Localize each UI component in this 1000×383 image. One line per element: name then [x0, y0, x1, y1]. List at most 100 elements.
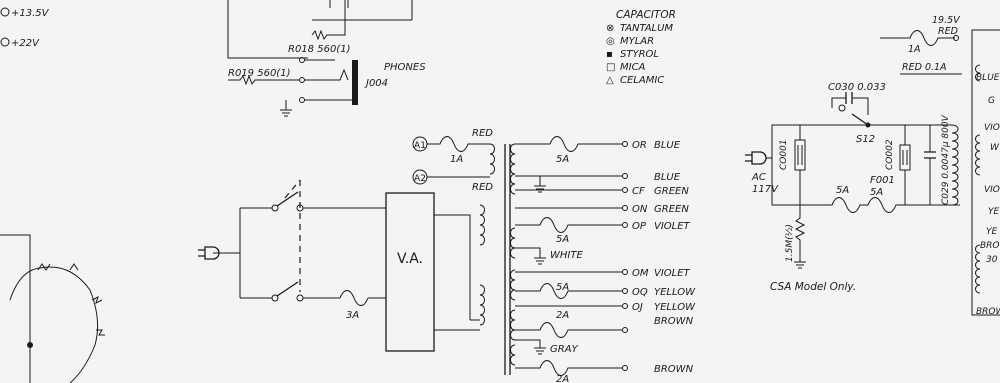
- output-brown-wire: [515, 322, 622, 338]
- ground-symbol-gray: [515, 339, 546, 355]
- legend-symbol-celamic: △: [606, 75, 614, 86]
- right-label-30: 30: [986, 255, 998, 265]
- label-out-oq-code: OQ: [632, 287, 648, 298]
- label-out-oj-color: YELLOW: [654, 302, 696, 313]
- legend-symbol-tantalum: ⊗: [606, 23, 614, 34]
- label-fuse-or: 5A: [556, 154, 569, 165]
- mylar-marker: [838, 104, 846, 112]
- ground-symbol-white: [534, 257, 546, 265]
- jack-body: [352, 60, 358, 105]
- label-fuse-1a: 1A: [450, 154, 463, 165]
- label-csa-note: CSA Model Only.: [770, 281, 856, 293]
- resistor-ring-arc: [9, 266, 99, 383]
- resistor-r019: [228, 74, 300, 86]
- output-oq-wire: [515, 283, 622, 299]
- power-section: 3A V.A. A1 A2 1A RED RED 5A: [198, 128, 696, 383]
- label-out-or-color: BLUE: [654, 140, 681, 151]
- co002-plates: [902, 150, 908, 165]
- label-out-oj-code: OJ: [632, 302, 643, 313]
- right-terminal-block: [971, 29, 1000, 316]
- ground-symbol-csa: [794, 261, 806, 269]
- phones-section: R018 560(1) R019 560(1) J004 PHONES: [227, 0, 426, 117]
- right-transformer-section: 19.5V RED 1A RED 0.1A BLUE G VIO W VIO Y…: [880, 15, 1000, 317]
- right-terminal-top: [953, 35, 959, 41]
- label-c030: C030 0.033: [828, 82, 886, 93]
- csa-fuse-chain: [800, 197, 960, 213]
- right-label-w: W: [990, 143, 1000, 153]
- output-brown-2-wire: [515, 360, 622, 376]
- label-out-om-code: OM: [632, 268, 649, 279]
- jack-contact-2: [299, 77, 305, 83]
- csa-ac-plug-icon: [745, 151, 767, 165]
- label-a1: A1: [414, 141, 426, 151]
- voltage-label-22v: +22V: [11, 38, 40, 49]
- fuse-3a: [339, 290, 369, 306]
- label-red-2: RED: [472, 182, 493, 193]
- label-j004: J004: [364, 78, 388, 89]
- label-f001-val: 5A: [870, 187, 883, 198]
- c030-wires: [831, 97, 869, 115]
- co002-body: [899, 144, 911, 171]
- label-fuse-3a: 3A: [346, 310, 359, 321]
- terminal-or: [622, 141, 628, 147]
- label-gray: GRAY: [550, 344, 579, 355]
- label-s12: S12: [856, 134, 875, 145]
- csa-section: AC 117V C030 0.033 S12 CO001 CO002 C029 …: [745, 82, 960, 293]
- legend-symbol-mylar: ◎: [606, 36, 615, 47]
- label-va: V.A.: [397, 251, 423, 267]
- legend-label-styrol: STYROL: [620, 49, 659, 60]
- output-op-wire: [515, 217, 622, 233]
- s12-blade: [851, 113, 869, 126]
- right-fuse-1a: [880, 30, 955, 46]
- secondary-coil-5: [510, 344, 516, 366]
- ground-symbol-blue: [534, 176, 546, 193]
- csa-primary-coil: [951, 124, 959, 206]
- terminal-on: [622, 205, 628, 211]
- legend-symbol-mica: □: [606, 62, 615, 73]
- va-box: [385, 192, 435, 352]
- resistor-r018: [311, 0, 346, 41]
- terminal-oq: [622, 288, 628, 294]
- right-label-vio-2: VIO: [984, 185, 1000, 195]
- label-right-fuse: 1A: [908, 44, 921, 55]
- junction-dot: [27, 342, 33, 348]
- right-label-ye-1: YE: [988, 207, 999, 217]
- primary-coil-top: [489, 143, 495, 175]
- secondary-coil-1: [510, 143, 516, 195]
- fuse-1a-primary: [427, 136, 490, 152]
- switch-contact-bottom: [271, 294, 279, 302]
- legend-label-mylar: MYLAR: [620, 36, 654, 47]
- switch-blade-bottom: [276, 281, 299, 297]
- ganged-switch-link: [284, 179, 301, 292]
- label-fuse-om: 5A: [556, 282, 569, 293]
- label-co002: CO002: [885, 139, 895, 170]
- label-white: WHITE: [550, 250, 583, 261]
- jack-contact-1: [299, 57, 305, 63]
- co001-body: [794, 139, 806, 171]
- terminal-brown: [622, 327, 628, 333]
- transformer-core: [504, 144, 511, 375]
- phones-wire-upper: [312, 0, 413, 21]
- legend-title: CAPACITOR: [616, 9, 676, 21]
- label-117v: 117V: [752, 184, 779, 195]
- label-r019: R019 560(1): [228, 68, 290, 79]
- label-co001: CO001: [779, 139, 789, 170]
- label-c029: C029 0.0047μ 800V: [941, 114, 951, 205]
- left-wire: [0, 234, 31, 383]
- va-output-wires: [434, 214, 480, 321]
- right-coil-1: [975, 64, 981, 82]
- terminal-oj: [622, 303, 628, 309]
- co001-plates: [797, 145, 803, 165]
- terminal-brown-2: [622, 365, 628, 371]
- right-label-g: G: [988, 96, 995, 106]
- label-fuse-5a: 5A: [836, 185, 849, 196]
- voltage-label-13v: +13.5V: [11, 8, 50, 19]
- plug-wires: [213, 207, 272, 299]
- label-fuse-brown-2: 2A: [556, 374, 569, 383]
- phones-wire-top: [227, 0, 308, 59]
- label-out-on-color: GREEN: [654, 204, 689, 215]
- right-coil-3: [975, 244, 981, 294]
- terminal-blue: [622, 173, 628, 179]
